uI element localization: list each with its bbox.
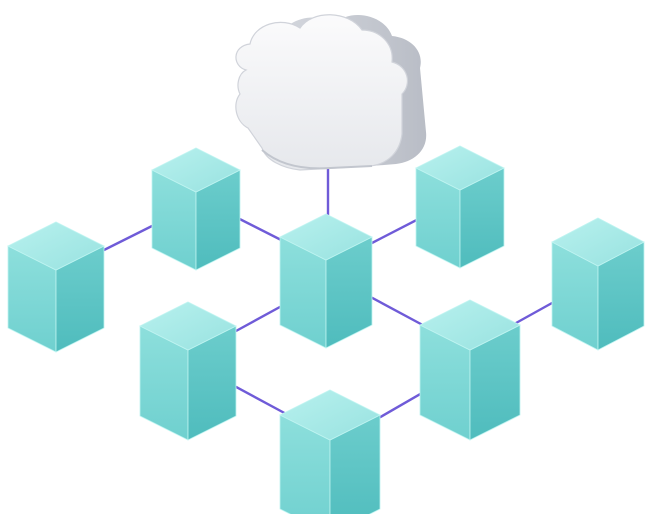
cube-icon (415, 145, 505, 269)
cube-icon (139, 301, 237, 441)
cube-icon (151, 147, 241, 271)
cube-icon (419, 299, 521, 441)
cloud-icon (235, 14, 427, 171)
cube-icon (279, 213, 373, 349)
cube-icon (7, 221, 105, 353)
cube-icon (551, 217, 645, 351)
nodes-layer (7, 145, 645, 514)
cube-icon (279, 389, 381, 514)
